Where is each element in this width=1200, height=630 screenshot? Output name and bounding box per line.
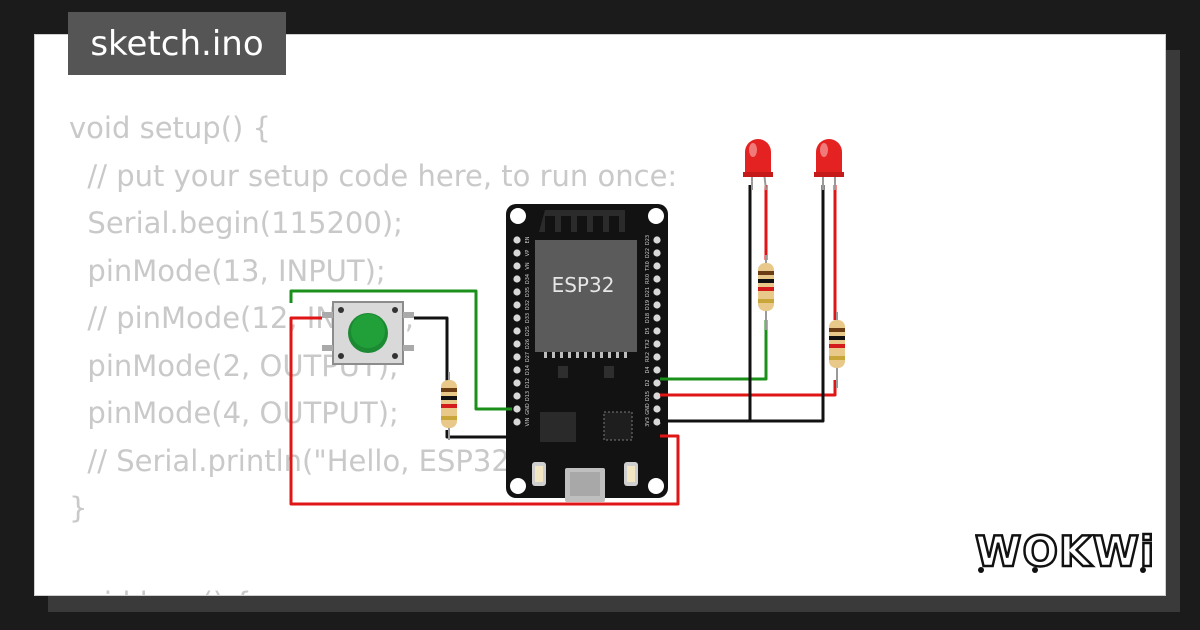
- svg-text:WOKWi: WOKWi: [975, 527, 1155, 576]
- pin-label: EN: [525, 236, 531, 243]
- esp32-board[interactable]: ESP32 ENVPVND34D35D32D33D25D26D27D14D12D…: [506, 204, 668, 502]
- header-pin[interactable]: [653, 392, 661, 400]
- code-line: pinMode(2, OUTPUT);: [69, 348, 399, 383]
- code-editor[interactable]: void setup() { // put your setup code he…: [69, 105, 678, 595]
- header-pin[interactable]: [513, 327, 521, 335]
- pin-label: TX2: [645, 339, 651, 350]
- esp32-label: ESP32: [552, 273, 615, 297]
- header-pin[interactable]: [513, 353, 521, 361]
- code-line: void setup() {: [69, 111, 271, 145]
- pin-label: D21: [645, 287, 651, 297]
- pin-label: D33: [525, 313, 531, 323]
- red-led[interactable]: [814, 139, 844, 190]
- pin-label: D14: [525, 365, 531, 375]
- pin-label: 3V3: [645, 417, 651, 427]
- header-pin[interactable]: [513, 314, 521, 322]
- pin-label: D27: [525, 352, 531, 362]
- pin-label: D18: [645, 313, 651, 323]
- header-pin[interactable]: [513, 405, 521, 413]
- header-pin[interactable]: [653, 379, 661, 387]
- pin-label: D12: [525, 378, 531, 388]
- header-pin[interactable]: [513, 275, 521, 283]
- header-pin[interactable]: [513, 262, 521, 270]
- header-pin[interactable]: [653, 236, 661, 244]
- push-button[interactable]: [322, 301, 414, 365]
- pin-label: D22: [645, 248, 651, 258]
- header-pin[interactable]: [653, 418, 661, 426]
- pin-label: D13: [525, 391, 531, 401]
- pin-label: D35: [525, 287, 531, 297]
- code-line: // put your setup code here, to run once…: [69, 158, 678, 193]
- pin-label: D23: [645, 235, 651, 245]
- resistor[interactable]: [758, 255, 774, 330]
- code-line: pinMode(4, OUTPUT);: [69, 396, 399, 430]
- pin-label: D32: [525, 300, 531, 310]
- header-pin[interactable]: [513, 301, 521, 309]
- wokwi-logo: WOKWi: [975, 526, 1155, 578]
- pin-label: D25: [525, 326, 531, 336]
- resistor[interactable]: [441, 372, 457, 440]
- code-line: }: [69, 491, 88, 525]
- pin-label: VN: [525, 262, 531, 269]
- header-pin[interactable]: [653, 353, 661, 361]
- pin-label: RX2: [645, 352, 651, 362]
- pin-label: RX0: [645, 274, 651, 284]
- header-pin[interactable]: [653, 262, 661, 270]
- code-line: pinMode(13, INPUT);: [69, 253, 386, 288]
- header-pin[interactable]: [513, 236, 521, 244]
- pin-label: VP: [525, 250, 531, 256]
- pin-label: TX0: [645, 261, 651, 272]
- pin-label: VIN: [525, 417, 531, 426]
- header-pin[interactable]: [513, 392, 521, 400]
- header-pin[interactable]: [513, 340, 521, 348]
- pin-label: D4: [645, 366, 651, 373]
- header-pin[interactable]: [653, 405, 661, 413]
- red-led[interactable]: [743, 139, 773, 191]
- pin-label: GND: [525, 403, 531, 415]
- header-pin[interactable]: [653, 340, 661, 348]
- header-pin[interactable]: [653, 249, 661, 257]
- header-pin[interactable]: [513, 249, 521, 257]
- header-pin[interactable]: [653, 288, 661, 296]
- file-tab[interactable]: sketch.ino: [68, 12, 286, 75]
- header-pin[interactable]: [653, 314, 661, 322]
- header-pin[interactable]: [653, 366, 661, 374]
- pin-label: D2: [645, 379, 651, 386]
- code-line: void loop() {: [69, 580, 677, 595]
- file-tab-label: sketch.ino: [90, 23, 264, 64]
- wires: [289, 185, 837, 506]
- header-pin[interactable]: [513, 418, 521, 426]
- pin-label: D5: [645, 327, 651, 334]
- pin-label: D19: [645, 300, 651, 310]
- header-pin[interactable]: [513, 366, 521, 374]
- header-pin[interactable]: [653, 327, 661, 335]
- header-pin[interactable]: [513, 288, 521, 296]
- pin-label: D34: [525, 274, 531, 284]
- resistor[interactable]: [829, 312, 845, 388]
- code-line: Serial.begin(115200);: [69, 206, 403, 240]
- pin-label: GND: [645, 403, 651, 415]
- header-pin[interactable]: [653, 301, 661, 309]
- header-pin[interactable]: [513, 379, 521, 387]
- pin-label: D15: [645, 391, 651, 401]
- header-pin[interactable]: [653, 275, 661, 283]
- pin-label: D26: [525, 339, 531, 349]
